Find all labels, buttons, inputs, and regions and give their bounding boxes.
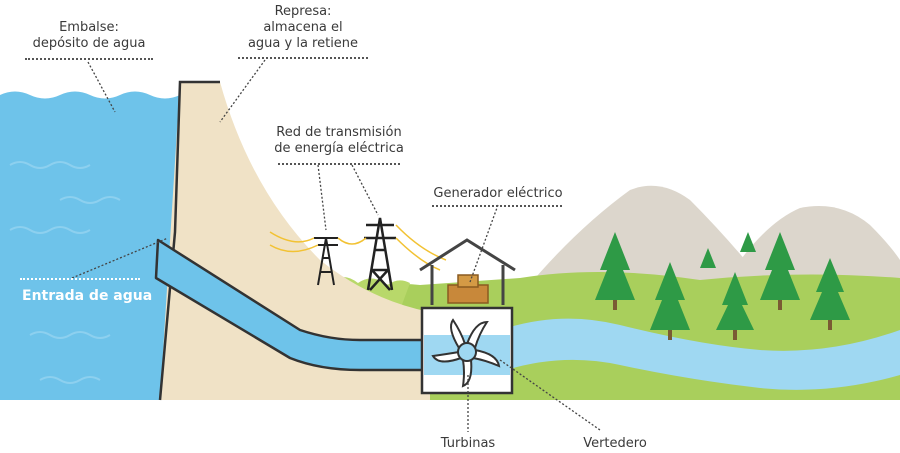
tree-trunks [613, 300, 832, 340]
mountain-right [720, 206, 900, 290]
transmission-tower-2 [364, 217, 396, 291]
turbine-wheel [431, 318, 501, 388]
transmission-tower-1 [314, 237, 338, 286]
intake-label: Entrada de agua [22, 288, 153, 304]
dam-label-line-2: almacena el [263, 20, 343, 35]
turbines-label: Turbinas [440, 436, 496, 451]
dam-outline [158, 80, 220, 401]
grid-label-line-1: Red de transmisión [276, 125, 402, 140]
reservoir-label: Embalse: depósito de agua [25, 20, 153, 52]
spillway-label: Vertedero [583, 436, 647, 451]
intake-label-underline [20, 278, 140, 280]
power-lines [269, 224, 447, 271]
generator-label-underline [432, 205, 562, 207]
leader-lines [71, 59, 601, 432]
river [500, 318, 900, 390]
trees [595, 232, 850, 330]
dam-label: Represa: almacena el agua y la retiene [238, 4, 368, 52]
reservoir-label-underline [25, 58, 153, 60]
generator-house [419, 238, 516, 305]
reservoir-label-line-1: Embalse: [59, 20, 119, 35]
grid-label-line-2: de energía eléctrica [274, 141, 404, 156]
reservoir-label-line-2: depósito de agua [32, 36, 146, 51]
dam-label-line-3: agua y la retiene [247, 36, 359, 51]
generator-label: Generador eléctrico [433, 186, 563, 201]
reservoir-water [0, 91, 180, 400]
penstock [154, 238, 432, 372]
reservoir-waves [9, 161, 121, 384]
dam-label-underline [238, 57, 368, 59]
grid-label: Red de transmisión de energía eléctrica [270, 125, 408, 157]
grid-label-underline [278, 163, 400, 165]
dam-label-line-1: Represa: [274, 4, 332, 19]
